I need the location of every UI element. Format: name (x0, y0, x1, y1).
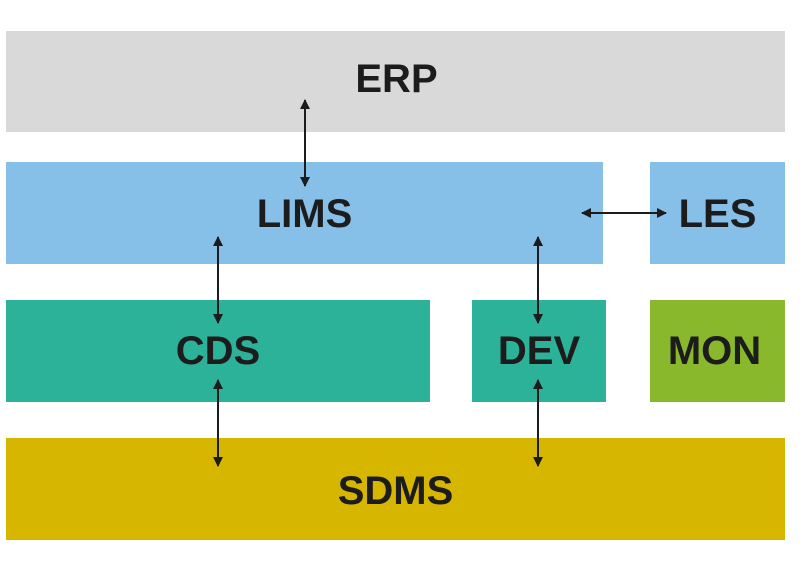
erp-label: ERP (355, 57, 438, 101)
dev-label: DEV (497, 328, 581, 373)
sdms-block: SDMS (6, 438, 785, 540)
sdms-label: SDMS (337, 468, 454, 513)
lims-block: LIMS (6, 162, 603, 264)
dev-block: DEV (472, 300, 606, 402)
cds-label: CDS (175, 328, 261, 373)
mon-label: MON (667, 328, 762, 373)
erp-block: ERP (6, 31, 785, 132)
les-label: LES (678, 191, 757, 236)
les-block: LES (650, 162, 785, 264)
mon-block: MON (650, 300, 785, 402)
cds-block: CDS (6, 300, 430, 402)
lims-label: LIMS (256, 191, 353, 236)
